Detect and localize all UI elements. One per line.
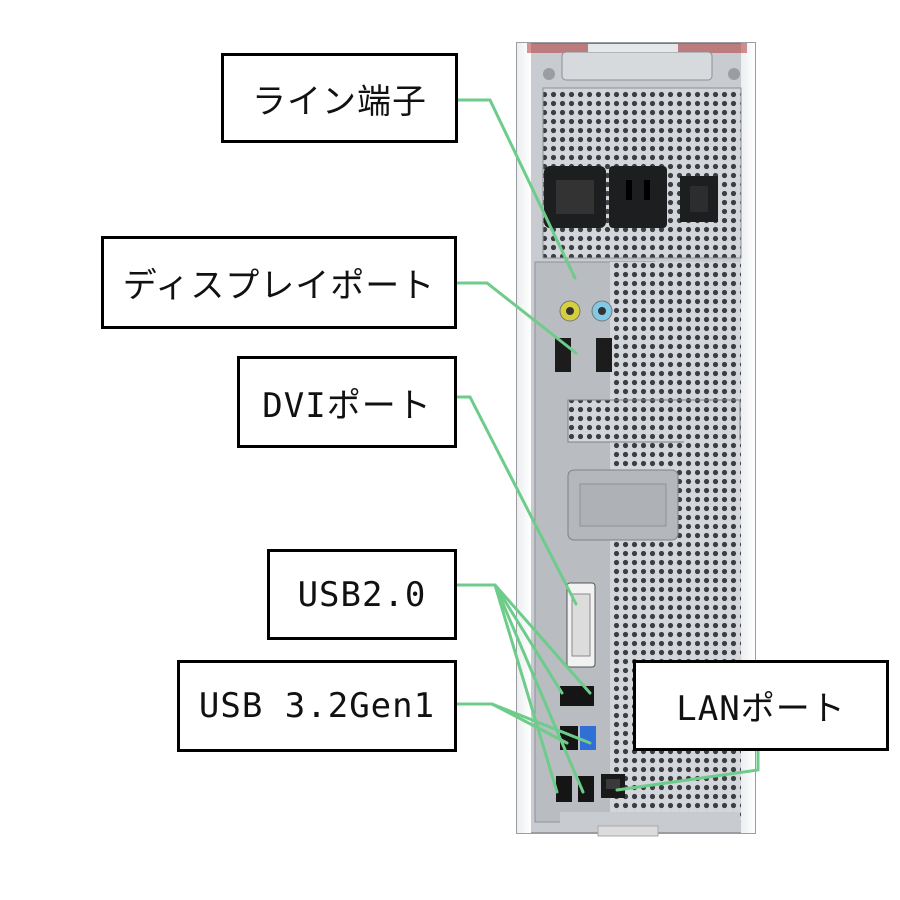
usb3-port-icon xyxy=(580,726,596,750)
usb2-leader xyxy=(493,583,585,794)
usb-port-icon xyxy=(580,686,594,706)
usb3-leader xyxy=(490,702,592,745)
usb-port-icon xyxy=(560,686,586,706)
lan-port-leader xyxy=(615,749,760,792)
line-port-leader xyxy=(456,98,577,280)
display-port-label: ディスプレイポート xyxy=(101,236,457,329)
usb-port-icon xyxy=(556,776,572,802)
leader-lines xyxy=(456,98,760,794)
screw-icon xyxy=(543,68,555,80)
display-port-leader xyxy=(456,281,578,355)
power-supply xyxy=(542,87,742,259)
display-port-icon xyxy=(596,338,612,372)
usb3-label: USB 3.2Gen1 xyxy=(177,660,457,752)
line-port-label: ライン端子 xyxy=(221,53,458,143)
power-outlet-icon xyxy=(609,166,667,228)
usb2-leader xyxy=(493,583,559,794)
usb2-label: USB2.0 xyxy=(267,549,457,640)
lan-port-label: LANポート xyxy=(633,660,889,751)
dvi-port-leader xyxy=(456,395,578,606)
usb-port-icon xyxy=(578,776,594,802)
usb2-leader xyxy=(493,583,592,695)
screw-icon xyxy=(728,68,740,80)
dvi-port-label: DVIポート xyxy=(237,356,457,448)
